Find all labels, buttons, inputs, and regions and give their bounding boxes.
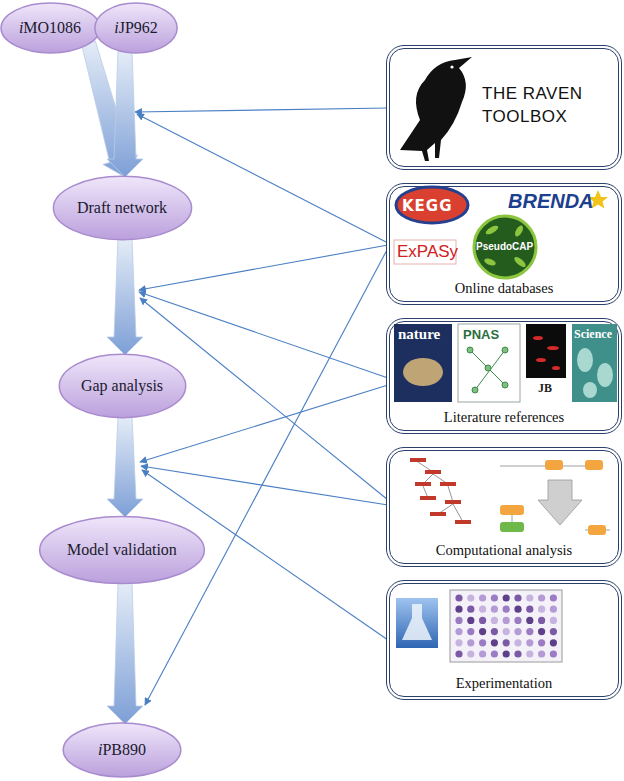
journal-title: nature	[398, 326, 440, 343]
panel-caption: Experimentation	[390, 675, 618, 692]
node-label: Gap analysis	[81, 377, 163, 395]
pointer-line	[141, 466, 388, 505]
panel-caption: Literature references	[390, 409, 618, 426]
node-label: iJP962	[114, 19, 158, 37]
process-ellipse: Draft network	[52, 175, 193, 241]
journal-title: PNAS	[463, 327, 499, 342]
logo-text: BRENDA	[508, 190, 594, 213]
flow-arrow	[107, 51, 143, 177]
node-label: iPB890	[98, 741, 146, 759]
pointer-line	[139, 292, 388, 378]
node-label: Draft network	[77, 199, 167, 217]
panel-caption: Online databases	[390, 280, 618, 297]
process-ellipse: iJP962	[94, 2, 178, 54]
journal-title: JB	[538, 381, 552, 396]
ellipse-shape	[40, 516, 205, 583]
node-label: iMO1086	[19, 19, 81, 37]
toolbox-name: THE RAVEN TOOLBOX	[482, 83, 612, 129]
ellipse-shape	[95, 3, 177, 53]
journal-title: Science	[574, 327, 612, 342]
source-panel: Experimentation	[386, 580, 622, 700]
source-panel: THE RAVEN TOOLBOX	[386, 45, 622, 170]
pointer-line	[135, 108, 388, 112]
process-ellipse: Model validation	[38, 515, 206, 585]
node-label: Model validation	[67, 541, 177, 559]
ellipse-shape	[53, 176, 191, 239]
logo-text: KEGG	[402, 197, 453, 215]
process-ellipse: Gap analysis	[58, 353, 187, 419]
ellipse-shape	[59, 354, 185, 417]
pointer-line	[139, 245, 388, 290]
source-panel: Computational analysis	[386, 447, 622, 567]
process-ellipse: iPB890	[62, 722, 182, 778]
logo-text: PseudoCAP	[476, 241, 533, 252]
pointer-line	[145, 248, 388, 705]
ellipse-shape	[1, 3, 100, 53]
logo-text: ExPASy	[397, 242, 458, 262]
flow-arrow	[107, 583, 143, 724]
panel-caption: Computational analysis	[390, 542, 618, 559]
process-ellipse: iMO1086	[0, 2, 101, 54]
ellipse-shape	[63, 723, 181, 777]
flow-arrow	[107, 417, 143, 517]
flow-arrow	[107, 239, 143, 355]
